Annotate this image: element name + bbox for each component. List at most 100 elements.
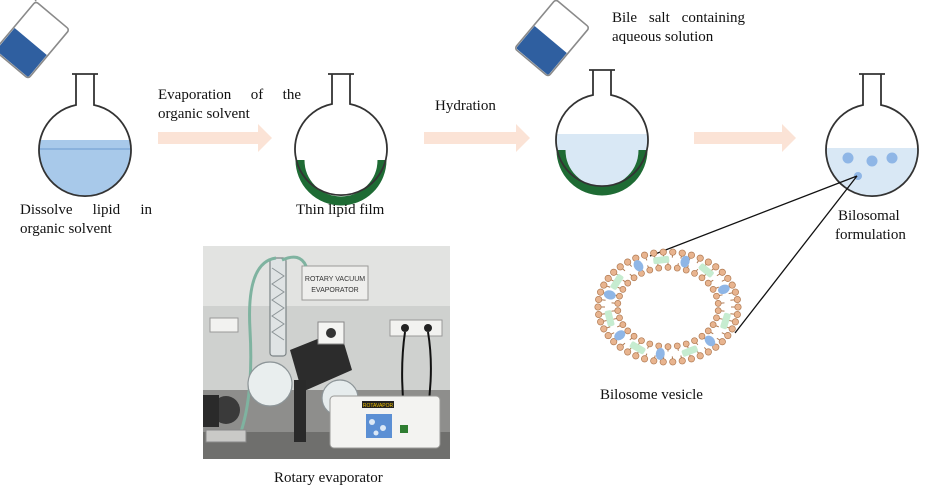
lipid-head <box>704 279 712 287</box>
step1-label-line1: Dissolve lipid in <box>20 202 152 218</box>
bile-salt-molecule <box>720 312 731 330</box>
lipid-head <box>600 281 608 289</box>
arrow1-label-line1: Evaporation of the <box>158 87 301 103</box>
lipid-head <box>664 343 672 350</box>
lipid-head <box>597 288 605 296</box>
lipid-head <box>713 314 720 322</box>
rotary-evaporator-photo: ROTARY VACUUM EVAPORATOR ROTAVAPOR <box>203 246 450 459</box>
lipid-head <box>624 348 632 356</box>
bile-salt-molecule <box>681 345 698 357</box>
step1-label-line2: organic solvent <box>20 221 112 237</box>
lipid-head <box>616 292 623 300</box>
encapsulated-molecule <box>614 330 626 341</box>
flask-hydration <box>555 69 649 196</box>
lipid-head <box>678 249 686 257</box>
solution-label-line1: Bile salt containing <box>612 10 745 26</box>
lipid-head <box>614 307 622 315</box>
lipid-head <box>630 332 638 340</box>
lipid-head <box>659 248 667 256</box>
lipid-head <box>728 281 736 289</box>
zoom-line <box>734 175 858 334</box>
lipid-head <box>616 343 624 351</box>
lipid-head <box>646 266 654 274</box>
process-arrow-hydration <box>424 124 530 152</box>
lipid-head <box>646 340 654 348</box>
flask-dissolved-lipid <box>38 73 132 198</box>
lipid-head <box>712 263 720 271</box>
lipid-head <box>731 288 739 296</box>
lipid-head <box>709 285 717 293</box>
lipid-head <box>709 321 717 329</box>
flask-thin-film <box>294 73 388 206</box>
beaker-icon <box>0 0 69 79</box>
lipid-head <box>704 258 712 266</box>
lipid-head <box>691 337 698 345</box>
zoom-line <box>649 175 858 257</box>
lipid-head <box>614 299 622 307</box>
lipid-head <box>616 263 624 271</box>
lipid-head <box>718 268 726 276</box>
lipid-head <box>678 357 686 365</box>
lipid-head <box>610 268 618 276</box>
lipid-head <box>669 358 677 366</box>
encapsulated-molecule <box>633 260 644 272</box>
lipid-head <box>669 248 677 256</box>
lipid-head <box>724 332 732 340</box>
bilosome-vesicle <box>594 248 742 366</box>
lipid-head <box>698 332 706 340</box>
lipid-head <box>624 279 632 287</box>
step4-label-line1: Bilosomal <box>838 208 900 224</box>
lipid-head <box>718 338 726 346</box>
lipid-head <box>673 264 681 272</box>
lipid-head <box>728 325 736 333</box>
step2-label: Thin lipid film <box>296 202 385 218</box>
encapsulated-molecule <box>680 255 690 268</box>
lipid-head <box>733 295 741 304</box>
bile-salt-molecule <box>653 255 670 265</box>
lipid-head <box>664 264 672 271</box>
lipid-head <box>712 343 720 351</box>
encapsulated-molecule <box>603 290 616 300</box>
lipid-head <box>724 274 732 282</box>
photo-sign-line2: EVAPORATOR <box>311 287 358 294</box>
process-arrow-evaporation <box>158 124 272 152</box>
lipid-head <box>600 325 608 333</box>
lipid-head <box>682 266 690 274</box>
lipid-head <box>696 254 704 262</box>
photo-caption: Rotary evaporator <box>274 470 383 486</box>
lipid-head <box>734 303 742 311</box>
lipid-head <box>610 338 618 346</box>
arrow1-label-line2: organic solvent <box>158 106 250 122</box>
photo-sign-line1: ROTARY VACUUM <box>305 276 365 283</box>
lipid-head <box>714 299 722 307</box>
bile-salt-molecule <box>698 263 714 278</box>
lipid-head <box>619 321 627 329</box>
lipid-head <box>604 274 612 282</box>
lipid-head <box>624 258 632 266</box>
lipid-head <box>624 327 632 335</box>
lipid-head <box>704 327 712 335</box>
lipid-head <box>595 310 603 319</box>
lipid-head <box>691 269 698 277</box>
lipid-head <box>650 249 658 257</box>
vesicle-label: Bilosome vesicle <box>600 387 703 403</box>
lipid-head <box>704 348 712 356</box>
lipid-head <box>638 337 645 345</box>
encapsulated-molecule <box>718 284 730 295</box>
bile-salt-molecule <box>629 341 646 355</box>
lipid-head <box>714 307 722 315</box>
photo-device-label: ROTAVAPOR <box>363 403 394 409</box>
bile-salt-molecule <box>604 310 615 327</box>
lipid-head <box>619 285 627 293</box>
lipid-head <box>604 332 612 340</box>
lipid-head <box>659 358 667 366</box>
flask-bilosomal-formulation <box>825 73 919 198</box>
lipid-head <box>641 251 649 259</box>
encapsulated-molecule <box>655 347 665 360</box>
lipid-head <box>595 295 603 304</box>
lipid-head <box>594 303 602 311</box>
lipid-head <box>687 251 695 259</box>
arrow2-label: Hydration <box>435 98 496 114</box>
lipid-head <box>630 274 638 282</box>
lipid-head <box>655 264 663 272</box>
